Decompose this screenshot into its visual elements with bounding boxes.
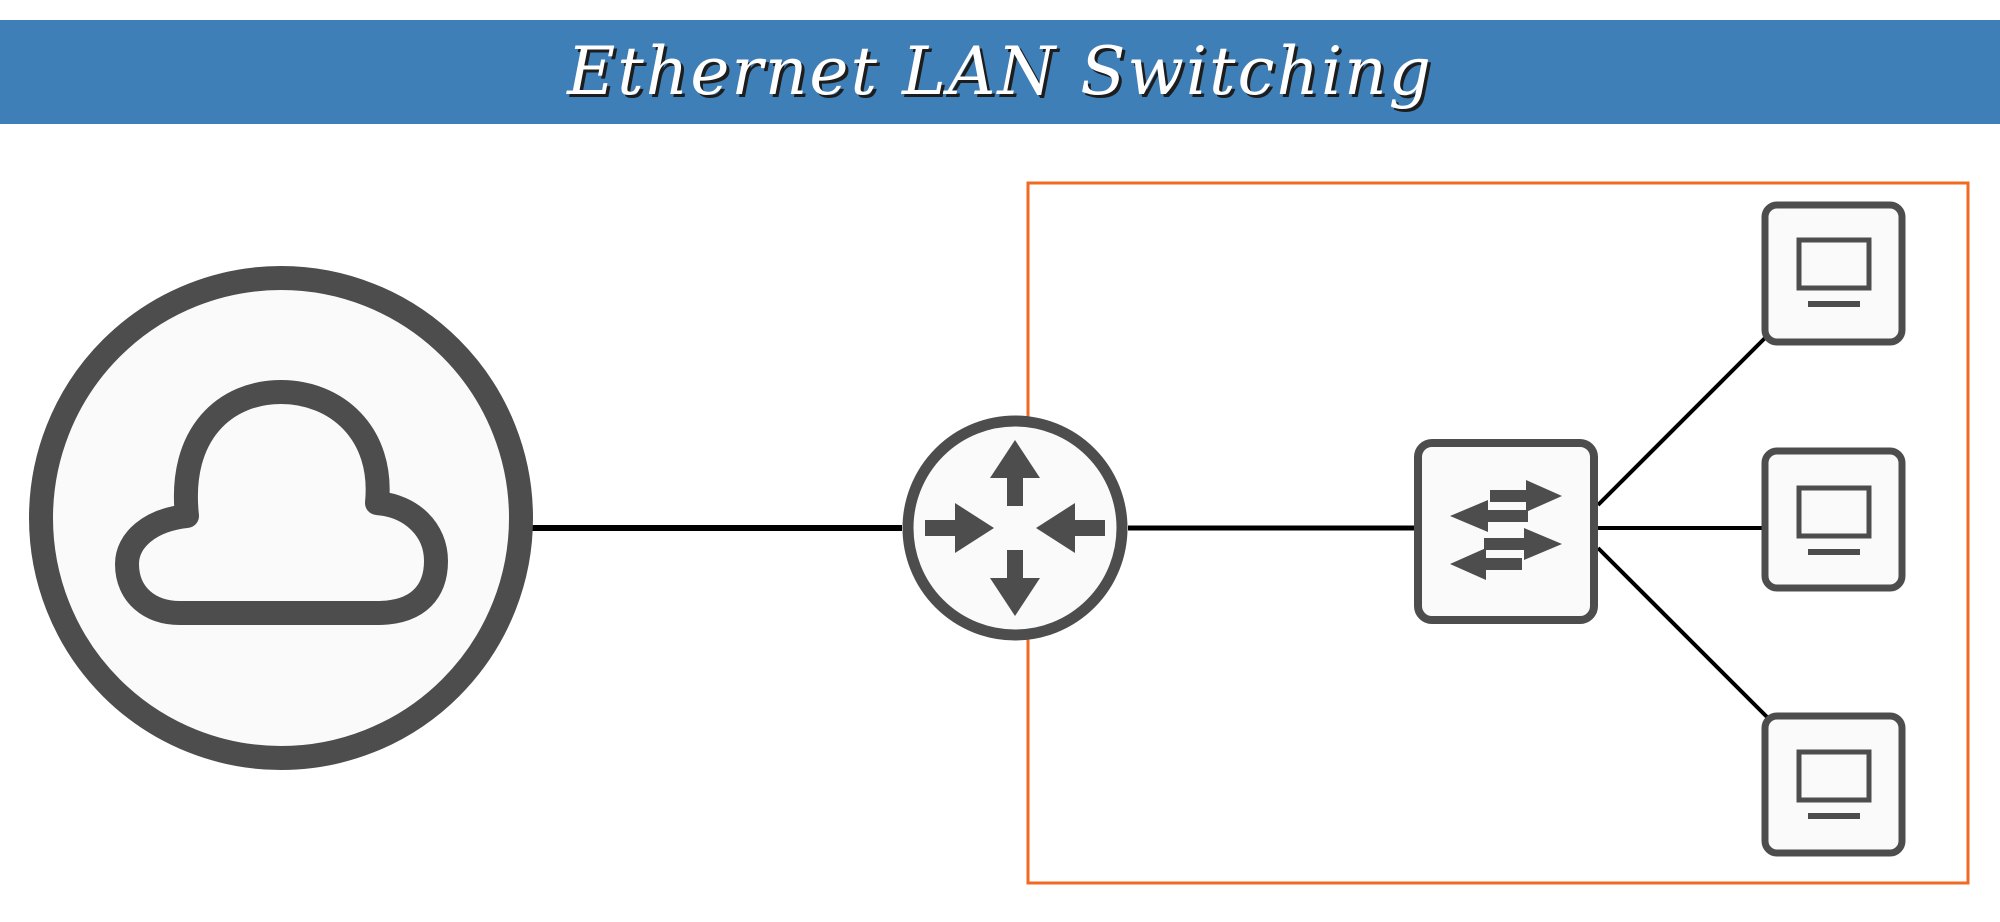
internet-node [29, 266, 533, 770]
computer-icon [1796, 485, 1872, 555]
pc-1-node [1761, 201, 1906, 346]
switch-node [1414, 439, 1598, 624]
pc-2-node [1761, 447, 1906, 592]
title-bar: Ethernet LAN Switching [0, 20, 2000, 124]
switch-icon [1450, 480, 1562, 580]
computer-icon [1796, 749, 1872, 819]
link-switch-pc-3 [1596, 546, 1770, 720]
pc-3-node [1761, 712, 1906, 857]
router-node [902, 415, 1128, 641]
computer-icon [1796, 237, 1872, 307]
link-switch-pc-1 [1596, 335, 1768, 507]
page-title: Ethernet LAN Switching [567, 33, 1433, 110]
router-icon [925, 440, 1105, 616]
